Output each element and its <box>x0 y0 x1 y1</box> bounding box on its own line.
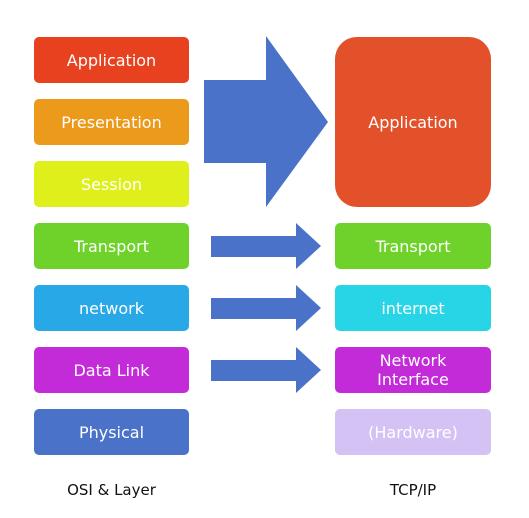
osi-layer-physical: Physical <box>34 409 189 455</box>
tcp-layer-transport: Transport <box>335 223 491 269</box>
osi-layer-presentation: Presentation <box>34 99 189 145</box>
osi-caption: OSI & Layer <box>67 481 156 499</box>
arrow-network <box>211 285 321 331</box>
big-arrow-upper-layers <box>204 36 328 207</box>
osi-layer-application: Application <box>34 37 189 83</box>
osi-layer-session: Session <box>34 161 189 207</box>
arrow-data-link <box>211 347 321 393</box>
osi-layer-transport: Transport <box>34 223 189 269</box>
arrow-transport <box>211 223 321 269</box>
tcp-layer-hardware: (Hardware) <box>335 409 491 455</box>
tcp-caption: TCP/IP <box>389 481 437 499</box>
tcp-layer-network-interface: Network Interface <box>335 347 491 393</box>
osi-layer-data-link: Data Link <box>34 347 189 393</box>
osi-layer-network: network <box>34 285 189 331</box>
tcp-layer-internet: internet <box>335 285 491 331</box>
tcp-layer-application: Application <box>335 37 491 207</box>
